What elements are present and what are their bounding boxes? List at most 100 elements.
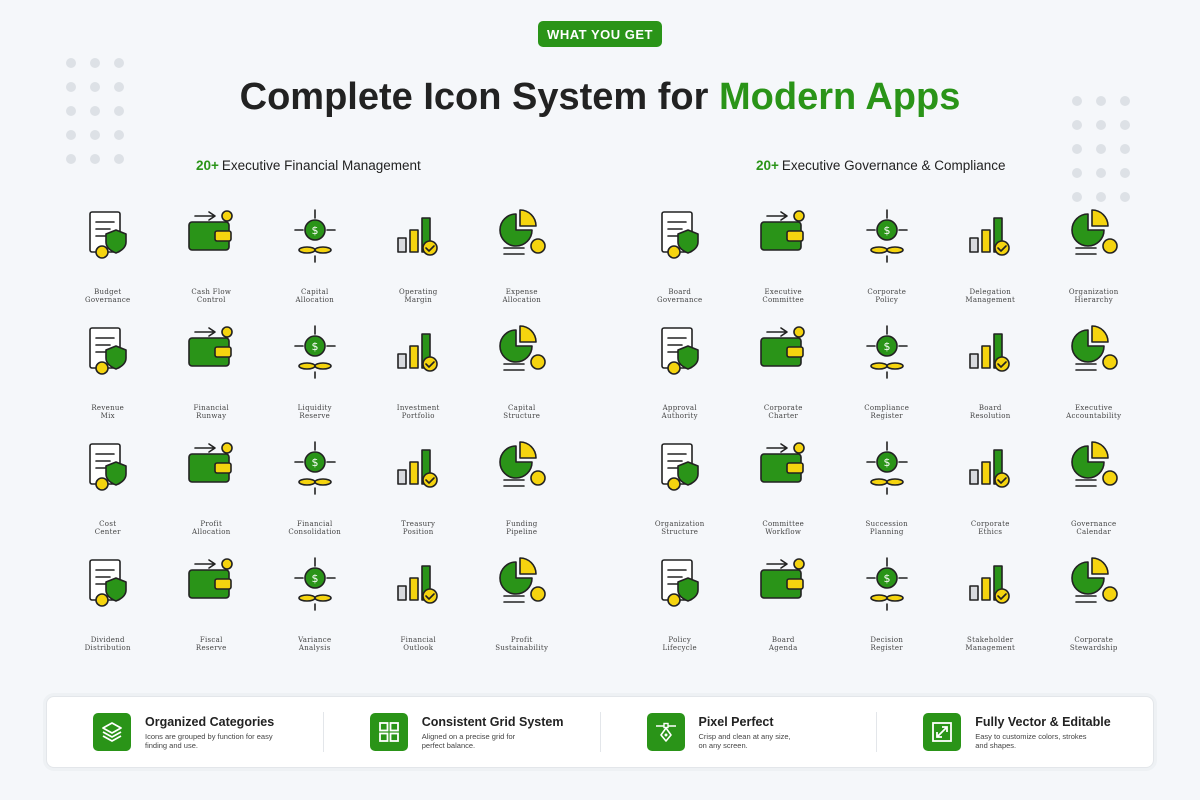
bar-chart-badge-icon (397, 217, 439, 256)
binders-seal-icon: $ (865, 557, 908, 611)
person-shield-magnifier-icon (1070, 325, 1118, 371)
section-count: 20+ (196, 158, 219, 173)
document-cycle-icon (660, 559, 699, 607)
money-bag-people-icon (188, 442, 234, 483)
cabinet-shield-icon: $ (865, 325, 908, 379)
stakeholders-eye-icon (969, 565, 1011, 604)
grid-icon (369, 713, 408, 751)
svg-text:$: $ (311, 224, 318, 237)
committee-table-icon (760, 210, 806, 251)
charts-magnifier-icon: $ (293, 557, 336, 611)
document-shield-check-icon (660, 327, 699, 375)
budget-document-shield-icon (88, 211, 127, 259)
bank-building-icon (498, 325, 546, 371)
section-title-financial: 20+Executive Financial Management (196, 158, 421, 173)
section-title-governance: 20+Executive Governance & Compliance (756, 158, 1006, 173)
chair-successor-icon: $ (865, 441, 908, 495)
feature-fully-vector: Fully Vector & Editable Easy to customiz… (877, 712, 1153, 752)
resize-icon (923, 713, 962, 751)
coins-arrows-icon: $ (293, 209, 336, 263)
bars-pie-icon (88, 327, 127, 375)
pie-chart-list-icon (498, 209, 546, 255)
feature-title: Pixel Perfect (698, 714, 774, 729)
page-title: Complete Icon System for Modern Apps (0, 76, 1200, 119)
pen-tool-icon (646, 713, 685, 751)
building-shield-icon (1070, 557, 1118, 603)
board-table-icon (660, 211, 699, 259)
feature-title: Fully Vector & Editable (975, 714, 1111, 729)
scales-shield-icon (969, 449, 1011, 488)
safe-drop-icon: $ (293, 325, 336, 379)
documents-merge-icon: $ (293, 441, 336, 495)
svg-text:$: $ (883, 224, 890, 237)
runway-dollar-icon (188, 326, 234, 367)
safe-gauge-icon (397, 449, 439, 488)
title-main: Complete Icon System for (239, 76, 719, 118)
resolution-document-icon (969, 333, 1011, 372)
workflow-board-icon (760, 442, 806, 483)
svg-text:$: $ (311, 572, 318, 585)
feature-consistent-grid: Consistent Grid System Aligned on a prec… (324, 712, 601, 752)
title-accent: Modern Apps (718, 76, 961, 118)
section-count: 20+ (756, 158, 779, 173)
charter-seal-icon (760, 326, 806, 367)
feature-desc: Crisp and clean at any size,on any scree… (698, 731, 791, 750)
pipe-safe-icon (498, 441, 546, 487)
